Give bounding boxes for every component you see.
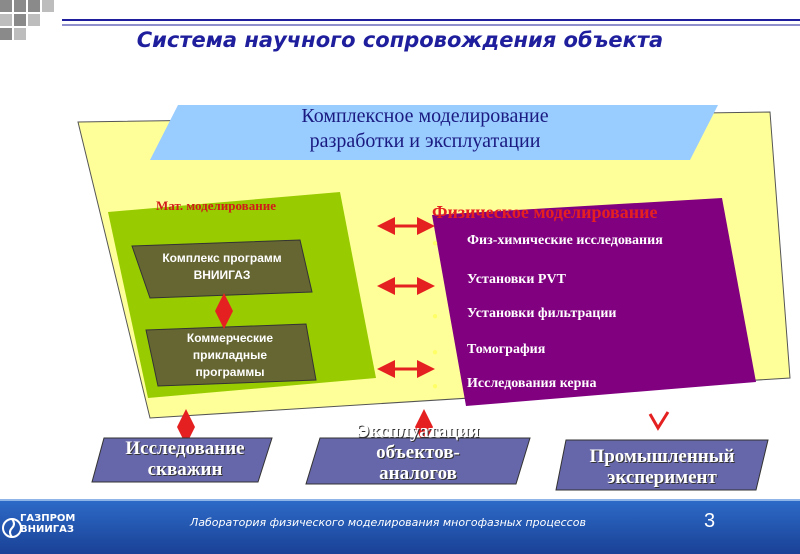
bullet-icon: ● [432,381,439,392]
well-research-label: Исследование скважин [100,438,270,480]
analog-line-3: аналогов [379,463,457,484]
list-item: Физ-химические исследования [467,233,663,248]
page-title: Система научного сопровождения объекта [136,28,664,52]
vniigaz-software-label: Комплекс программ ВНИИГАЗ [140,250,304,284]
well-line-1: Исследование [125,438,245,459]
box2-line-2: прикладные [192,348,268,362]
analog-line-1: Эксплуатация [356,421,480,442]
box1-line-1: Комплекс программ [162,251,282,265]
well-research-box [91,437,273,483]
physical-modeling-panel [432,198,756,406]
modeling-band [150,105,718,160]
footer-band [0,500,800,554]
industrial-experiment-label: Промышленный эксперимент [562,446,762,488]
analog-objects-box [305,437,531,485]
bullet-icon: ● [432,347,439,358]
industrial-experiment-box [555,439,769,491]
well-line-2: скважин [147,459,223,480]
industrial-line-1: Промышленный [589,446,735,467]
modeling-band-label: Комплексное моделирование разработки и э… [230,104,620,154]
analog-line-2: объектов- [376,442,460,463]
band-line-1: Комплексное моделирование [301,105,549,127]
logo-line-1: ГАЗПРОМ [20,513,76,524]
page-number: 3 [704,510,716,532]
commercial-software-box [145,323,317,387]
industrial-line-2: эксперимент [607,467,717,488]
list-item: Установки фильтрации [467,306,617,321]
bullet-icon: ● [432,238,439,249]
box2-line-3: программы [195,365,265,379]
list-item: Исследования керна [467,376,597,391]
corner-squares [0,0,54,40]
physical-modeling-label: Физическое моделирование [432,202,658,222]
commercial-software-label: Коммерческие прикладные программы [152,330,308,381]
math-modeling-label: Мат. моделирование [156,198,276,213]
gazprom-logo-icon [2,518,22,538]
box1-line-2: ВНИИГАЗ [193,268,251,282]
logo-line-2: ВНИИГАЗ [20,524,74,535]
analog-objects-label: Эксплуатация объектов- аналогов [318,421,518,484]
logo-text: ГАЗПРОМ ВНИИГАЗ [20,513,75,535]
footer-caption: Лаборатория физического моделирования мн… [190,516,586,529]
list-item: Установки PVT [467,272,566,287]
vniigaz-software-box [131,239,313,299]
check-arrow-icon [648,411,670,431]
band-line-2: разработки и эксплуатации [309,130,541,152]
box2-line-1: Коммерческие [186,331,274,345]
bullet-icon: ● [432,311,439,322]
list-item: Томография [467,342,546,357]
